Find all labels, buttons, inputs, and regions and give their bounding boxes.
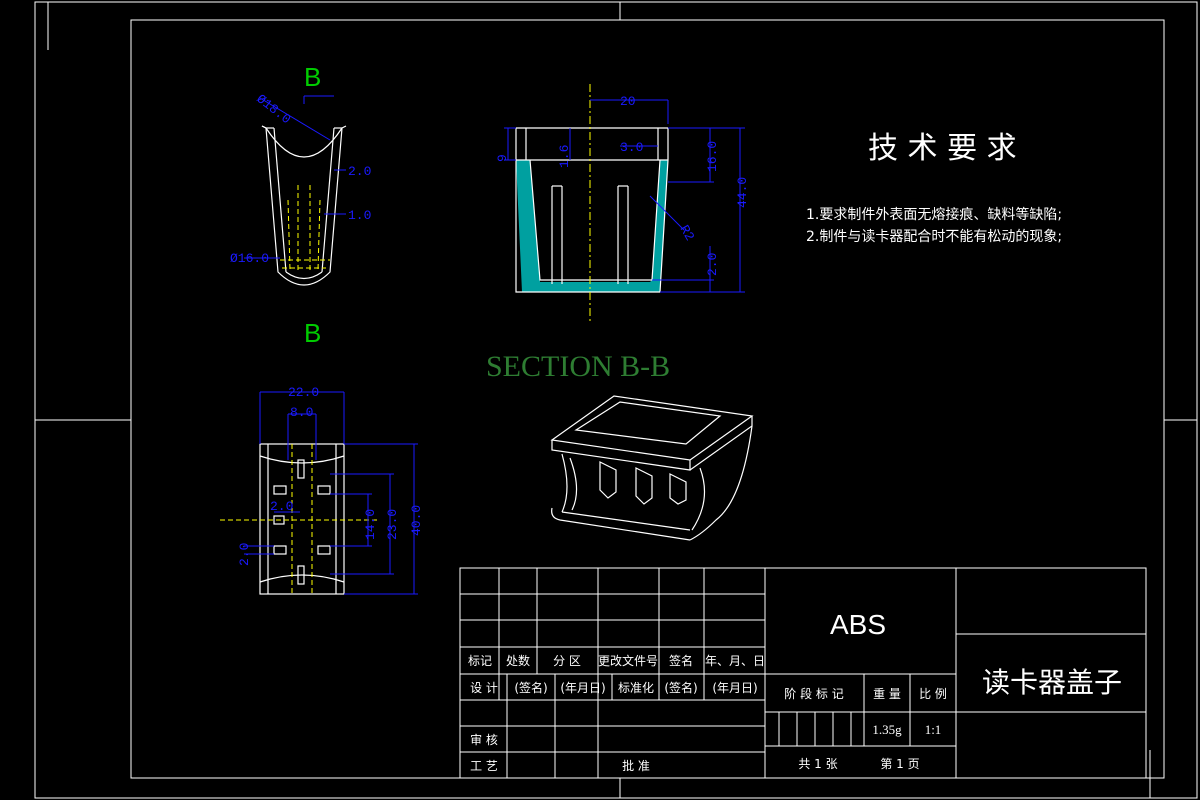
dim-wall-mid: 1.0	[348, 208, 371, 223]
section-marker-top: B	[304, 62, 321, 92]
dim-section-radius: R2	[677, 223, 698, 244]
header-zone: 分 区	[553, 654, 581, 668]
section-view: SECTION B-B 20 3.0 9 1.6 16.0 44.0 R2 2.…	[486, 84, 750, 383]
dim-section-h1: 9	[495, 154, 510, 162]
approve-label: 批 准	[622, 758, 650, 773]
front-view: 22.0 8.0 2.0 2.0 14.0 23.0 40.0	[220, 385, 424, 595]
header-count: 处数	[506, 653, 530, 668]
standardization-date: (年月日)	[712, 681, 757, 695]
dim-front-slot2: 2.0	[237, 543, 252, 566]
requirements-title: 技 术 要 求	[868, 131, 1017, 166]
isometric-view	[550, 395, 754, 541]
dim-front-inner: 8.0	[290, 405, 313, 420]
dim-section-base: 2.0	[705, 253, 720, 276]
standardization-label: 标准化	[618, 681, 654, 695]
sheets-total: 共 1 张	[798, 757, 837, 771]
dim-section-total: 44.0	[735, 177, 750, 208]
dim-section-rim: 3.0	[620, 140, 643, 155]
scale-label: 比 例	[919, 687, 947, 701]
dim-dia-bottom: Ø16.0	[230, 251, 269, 266]
requirement-item: 1.要求制件外表面无熔接痕、缺料等缺陷;	[806, 206, 1062, 223]
process-label: 工 艺	[470, 759, 498, 773]
design-label: 设 计	[470, 681, 498, 695]
section-title: SECTION B-B	[486, 350, 670, 383]
dim-section-h2: 1.6	[557, 145, 572, 168]
dim-front-h40: 40.0	[409, 505, 424, 536]
design-date: (年月日)	[560, 681, 605, 695]
weight-label: 重 量	[873, 687, 901, 701]
scale-value: 1:1	[925, 722, 942, 737]
weight-value: 1.35g	[872, 722, 902, 737]
design-signature: (签名)	[514, 680, 547, 695]
header-date: 年、月、日	[705, 654, 765, 668]
sheet-number: 第 1 页	[880, 757, 919, 771]
part-name: 读卡器盖子	[982, 666, 1122, 699]
dim-wall-top: 2.0	[348, 164, 371, 179]
dim-front-h14: 14.0	[363, 509, 378, 540]
material: ABS	[830, 609, 886, 640]
stage-mark-label: 阶 段 标 记	[784, 686, 843, 701]
section-marker-bottom: B	[304, 318, 321, 348]
header-mark: 标记	[468, 654, 492, 668]
dim-section-width: 20	[620, 94, 636, 109]
dim-front-width: 22.0	[288, 385, 319, 400]
standardization-signature: (签名)	[664, 680, 697, 695]
dim-section-h3: 16.0	[705, 141, 720, 172]
requirement-item: 2.制件与读卡器配合时不能有松动的现象;	[806, 228, 1062, 245]
title-block-text: 标记 处数 分 区 更改文件号 签名 年、月、日 设 计 (签名) (年月日) …	[468, 609, 1122, 773]
header-change-doc: 更改文件号	[598, 653, 658, 668]
title-block	[459, 567, 1147, 779]
dim-front-h23: 23.0	[385, 509, 400, 540]
review-label: 审 核	[470, 732, 498, 747]
header-signature: 签名	[669, 653, 693, 668]
dim-front-slot: 2.0	[270, 499, 293, 514]
technical-requirements: 技 术 要 求 1.要求制件外表面无熔接痕、缺料等缺陷; 2.制件与读卡器配合时…	[806, 131, 1062, 245]
side-view: B B Ø18.0 2.0 1.0 Ø16.0	[230, 62, 371, 348]
